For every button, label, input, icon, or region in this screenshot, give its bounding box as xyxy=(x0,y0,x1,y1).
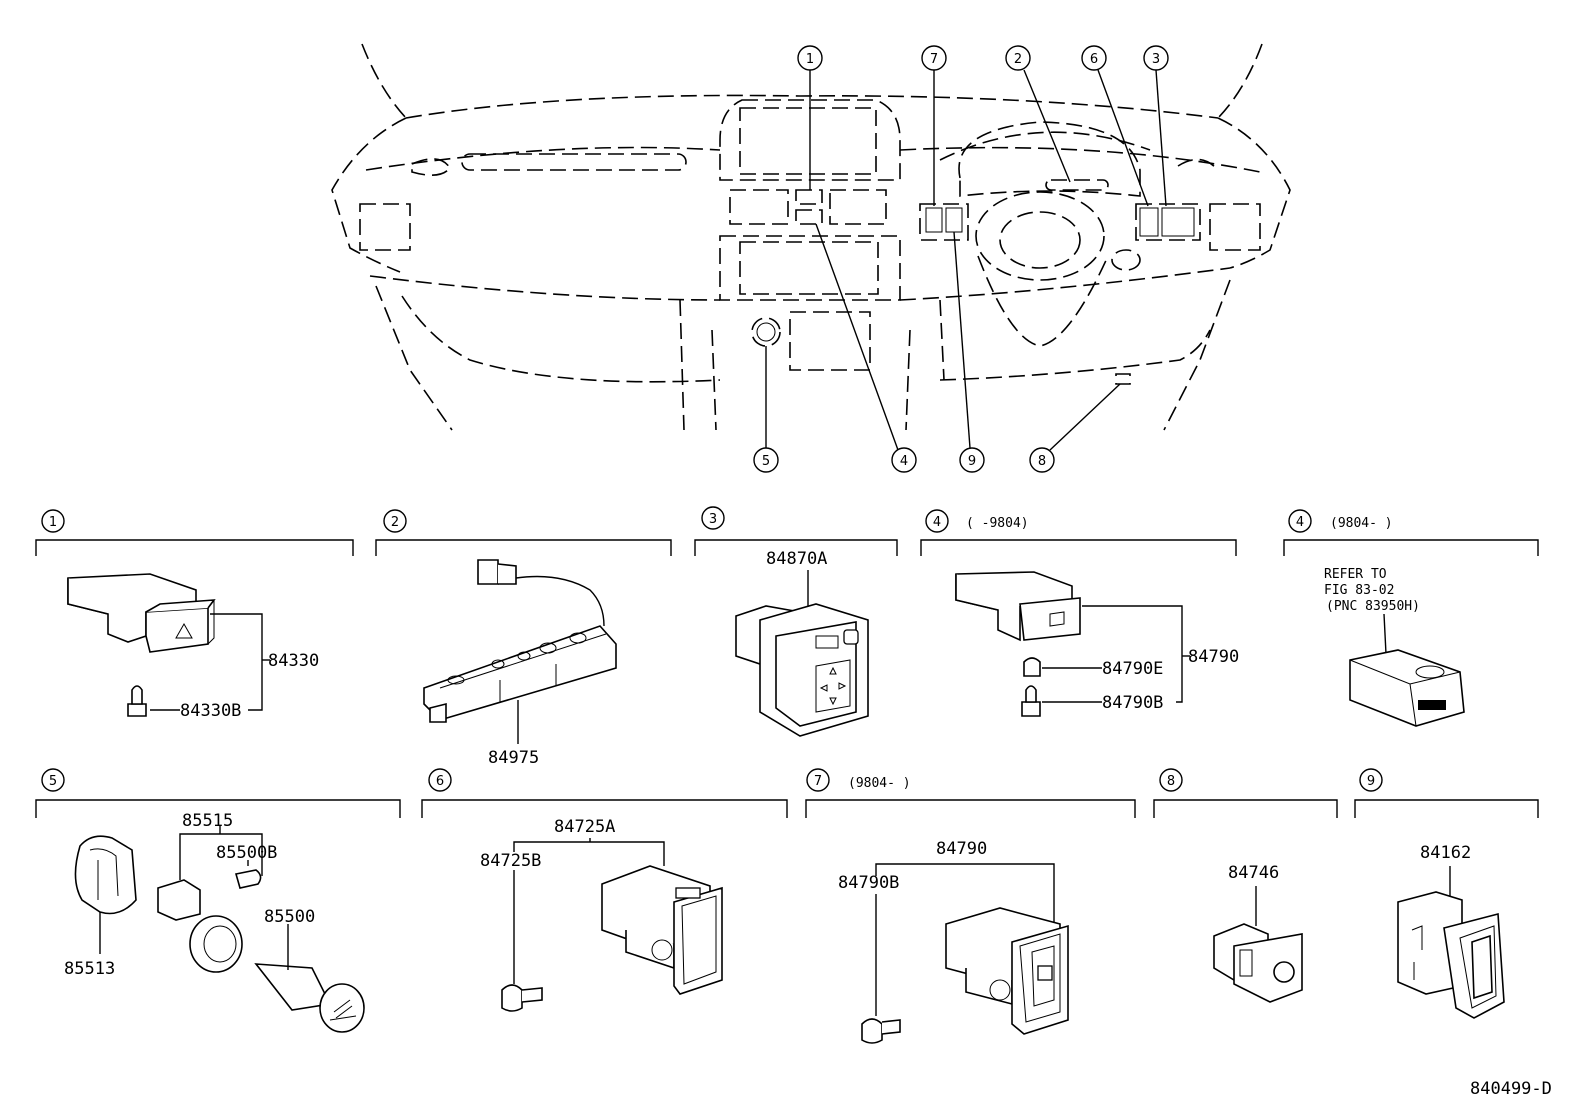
callout-3: 3 xyxy=(1143,45,1169,207)
svg-text:(9804- ): (9804- ) xyxy=(1330,516,1393,531)
svg-text:9: 9 xyxy=(968,454,976,469)
callout-4: 4 xyxy=(815,223,917,473)
section-4a: 4 ( -9804) 84790 84790E 84790B xyxy=(920,509,1239,717)
seat-heater-icon xyxy=(1418,700,1446,710)
svg-text:5: 5 xyxy=(762,454,770,469)
svg-text:2: 2 xyxy=(1014,52,1022,67)
part-label-84162: 84162 xyxy=(1420,843,1471,863)
part-label-85513: 85513 xyxy=(64,959,115,979)
part-label-84725a: 84725A xyxy=(554,817,615,837)
svg-text:1: 1 xyxy=(49,515,57,530)
callout-8: 8 xyxy=(1029,383,1121,473)
part-label-84330b: 84330B xyxy=(180,701,241,721)
svg-text:1: 1 xyxy=(806,52,814,67)
part-label-85515: 85515 xyxy=(182,811,233,831)
section-7: 7 (9804- ) 84790 84790B xyxy=(805,768,1136,1044)
svg-text:7: 7 xyxy=(814,774,822,789)
svg-text:2: 2 xyxy=(391,515,399,530)
callout-9: 9 xyxy=(953,231,985,473)
svg-text:4: 4 xyxy=(1296,515,1304,530)
top-callouts: 1 7 2 6 3 5 4 xyxy=(753,45,1169,473)
refer-line-3: (PNC 83950H) xyxy=(1326,599,1420,614)
part-label-84790: 84790 xyxy=(1188,647,1239,667)
cigarette-lighter-icon xyxy=(329,999,357,1021)
part-label-84975: 84975 xyxy=(488,748,539,768)
part-label-84790b: 84790B xyxy=(1102,693,1163,713)
callout-2: 2 xyxy=(1005,45,1071,183)
rocker-switch-part xyxy=(1397,891,1505,1019)
svg-text:4: 4 xyxy=(933,515,941,530)
svg-text:9: 9 xyxy=(1367,774,1375,789)
part-label-84725b: 84725B xyxy=(480,851,541,871)
section-2: 2 84975 xyxy=(375,509,672,768)
svg-text:6: 6 xyxy=(1090,52,1098,67)
svg-text:7: 7 xyxy=(930,52,938,67)
svg-text:3: 3 xyxy=(1152,52,1160,67)
dashboard-overview xyxy=(331,43,1291,431)
svg-text:( -9804): ( -9804) xyxy=(966,516,1029,531)
mirror-arrows-icon xyxy=(815,659,851,713)
part-label-85500: 85500 xyxy=(264,907,315,927)
callout-6: 6 xyxy=(1081,45,1149,207)
svg-text:3: 3 xyxy=(709,512,717,527)
part-label-84790-s7: 84790 xyxy=(936,839,987,859)
rear-defogger-icon-2 xyxy=(1037,965,1053,981)
svg-text:8: 8 xyxy=(1167,774,1175,789)
part-label-85500b: 85500B xyxy=(216,843,277,863)
bulb-85500b xyxy=(234,869,262,889)
svg-text:6: 6 xyxy=(436,774,444,789)
svg-text:8: 8 xyxy=(1038,454,1046,469)
part-label-84746: 84746 xyxy=(1228,863,1279,883)
refer-line-2: FIG 83-02 xyxy=(1324,583,1394,598)
seat-heater-switch-part xyxy=(1349,649,1465,727)
svg-text:4: 4 xyxy=(900,454,908,469)
clip-84725b xyxy=(501,984,543,1012)
pushbutton-switch-part xyxy=(1213,923,1303,1003)
rear-defogger-icon xyxy=(1049,611,1065,627)
hazard-switch-part xyxy=(67,573,216,653)
section-1: 1 84330 84330B xyxy=(35,509,354,721)
diagram-id-label: 840499-D xyxy=(1470,1079,1552,1099)
part-label-84870a: 84870A xyxy=(766,549,827,569)
switch-bar-part xyxy=(423,559,617,723)
hazard-triangle-icon xyxy=(175,622,193,639)
section-5: 5 85515 85500B 85500 85513 xyxy=(35,768,401,1033)
bulb-84790b-s7 xyxy=(861,1018,901,1044)
blank-switch-part xyxy=(601,865,723,995)
lighter-socket-part xyxy=(157,879,243,973)
callout-5: 5 xyxy=(753,346,779,473)
part-label-84330: 84330 xyxy=(268,651,319,671)
section-4b: 4 (9804- ) REFER TO FIG 83-02 (PNC 83950… xyxy=(1283,509,1539,727)
svg-text:5: 5 xyxy=(49,774,57,789)
section-9: 9 84162 xyxy=(1354,768,1539,1019)
part-label-84790e: 84790E xyxy=(1102,659,1163,679)
section-8: 8 84746 xyxy=(1153,768,1338,1003)
refer-line-1: REFER TO xyxy=(1324,567,1387,582)
bulb-84790e xyxy=(1023,657,1041,677)
svg-text:(9804- ): (9804- ) xyxy=(848,776,911,791)
callout-7: 7 xyxy=(921,45,947,206)
section-6: 6 84725A 84725B xyxy=(421,768,788,1012)
lighter-knob-part xyxy=(254,963,365,1033)
power-switch-part xyxy=(945,907,1069,1035)
callout-1: 1 xyxy=(797,45,823,190)
bulb-84330b xyxy=(127,685,147,717)
part-label-84790b-s7: 84790B xyxy=(838,873,899,893)
mirror-switch-part xyxy=(735,603,869,737)
defogger-switch-part xyxy=(955,571,1081,642)
lighter-housing-part xyxy=(74,835,137,915)
section-3: 3 84870A xyxy=(694,506,898,737)
bulb-84790b xyxy=(1021,685,1041,717)
